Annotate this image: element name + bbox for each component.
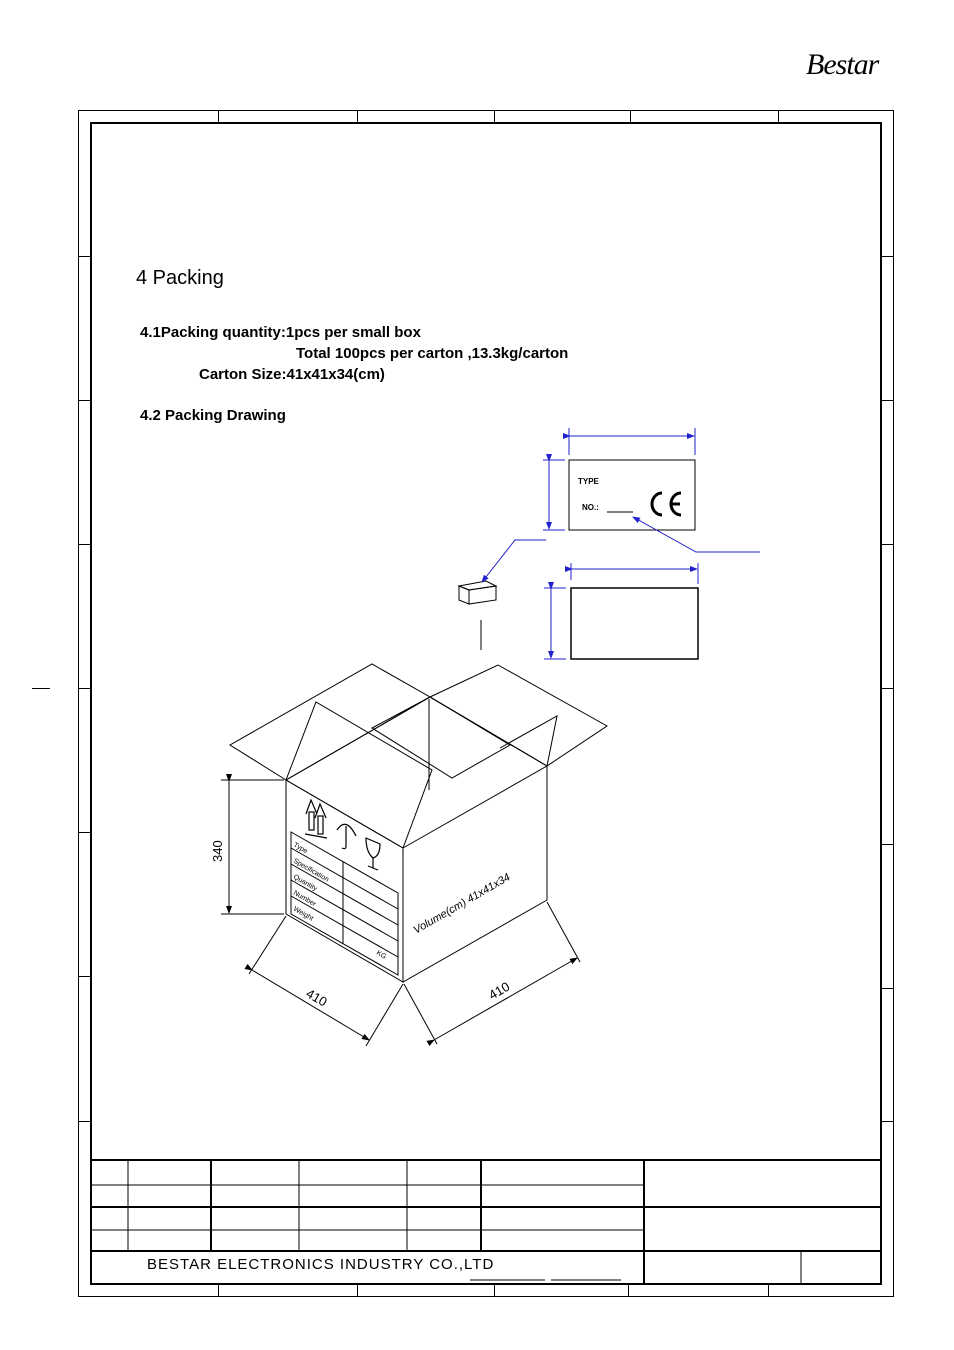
label-no-text: NO.:	[582, 503, 599, 512]
dimension-height: 340	[210, 840, 225, 862]
carton-volume-text: Volume(cm) 41x41x34	[412, 871, 513, 936]
this-way-up-icon	[305, 800, 327, 838]
company-name: BESTAR ELECTRONICS INDUSTRY CO.,LTD	[147, 1256, 494, 1273]
small-box-isometric	[459, 581, 496, 604]
label-card: TYPE NO.:	[569, 460, 695, 530]
table-unit-kg: KG	[375, 950, 387, 961]
table-row-weight: Weight	[292, 906, 314, 923]
keep-dry-umbrella-icon	[337, 824, 356, 848]
fragile-glass-icon	[366, 838, 380, 870]
dimension-length: 410	[304, 986, 330, 1010]
ce-mark-icon	[652, 493, 681, 515]
label-type-text: TYPE	[578, 477, 600, 486]
dimension-width: 410	[486, 979, 512, 1003]
carton-dimension-lines	[221, 780, 580, 1046]
small-box-front-view	[571, 588, 698, 659]
